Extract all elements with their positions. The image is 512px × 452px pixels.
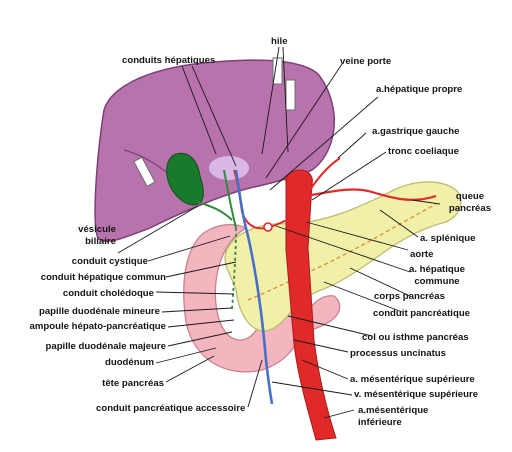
label-a-hepatique-commune-2: commune <box>414 276 460 287</box>
cystic-duct <box>197 201 233 221</box>
label-a-mesenterique-inferieure-1: a.mésentérique <box>358 405 429 416</box>
label-processus-uncinatus: processus uncinatus <box>350 348 446 359</box>
label-queue-pancreas-1: queue <box>455 191 485 202</box>
label-hile: hile <box>271 36 288 47</box>
ligament-top-1 <box>272 57 283 85</box>
label-conduits-hepatiques: conduits hépatiques <box>122 55 216 66</box>
label-a-splenique: a. splénique <box>420 233 476 244</box>
label-queue-pancreas-2: pancréas <box>448 203 492 214</box>
label-a-hepatique-propre: a.hépatique propre <box>376 84 463 95</box>
label-v-mesenterique-superieure: v. mésentérique supérieure <box>354 389 479 400</box>
splenic-artery <box>305 188 437 201</box>
label-a-mesenterique-inferieure-2: inférieure <box>358 417 402 428</box>
ligament-left <box>133 156 156 187</box>
celiac-junction <box>263 222 273 232</box>
vein-trunk <box>234 169 274 405</box>
sma-branch <box>303 361 324 421</box>
label-a-mesenterique-superieure: a. mésentérique supérieure <box>350 374 475 385</box>
label-ampoule-hepato-pancreatique: ampoule hépato-pancréatique <box>29 321 166 332</box>
label-tete-pancreas: tête pancréas <box>102 378 164 389</box>
liver-hilum <box>209 156 249 180</box>
label-a-hepatique-commune-1: a. hépatique <box>409 264 465 275</box>
label-conduit-hepatique-commun: conduit hépatique commun <box>40 272 166 283</box>
label-papille-duodenale-majeure: papille duodénale majeure <box>45 341 167 352</box>
ligament-top-2 <box>285 79 296 111</box>
label-conduit-cystique: conduit cystique <box>71 256 148 267</box>
label-conduit-pancreatique: conduit pancréatique <box>373 308 471 319</box>
label-vesicule-1: vésicule <box>78 224 116 235</box>
label-tronc-coeliaque: tronc coeliaque <box>388 146 459 157</box>
gallbladder <box>166 152 204 206</box>
label-papille-duodenale-mineure: papille duodénale mineure <box>38 306 160 317</box>
label-conduit-pancreatique-accessoire: conduit pancréatique accessoire <box>96 403 246 414</box>
label-duodenum: duodénum <box>104 357 154 368</box>
left-gastric-artery <box>305 157 341 197</box>
label-veine-porte: veine porte <box>340 56 392 67</box>
label-a-gastrique-gauche: a.gastrique gauche <box>372 126 460 137</box>
leader-lines <box>117 46 441 419</box>
label-aorte: aorte <box>410 249 434 260</box>
pancreas <box>224 181 462 332</box>
label-col-isthme-pancreas: col ou isthme pancréas <box>362 332 469 343</box>
label-vesicule-2: biliaire <box>85 236 116 247</box>
label-corps-pancreas: corps pancréas <box>374 291 445 302</box>
choledoque-duct <box>231 227 237 311</box>
label-conduit-choledoque: conduit cholédoque <box>62 288 154 299</box>
sma-vessel <box>294 249 316 403</box>
hepatic-duct <box>223 169 237 229</box>
aorte-vessel <box>285 169 337 441</box>
